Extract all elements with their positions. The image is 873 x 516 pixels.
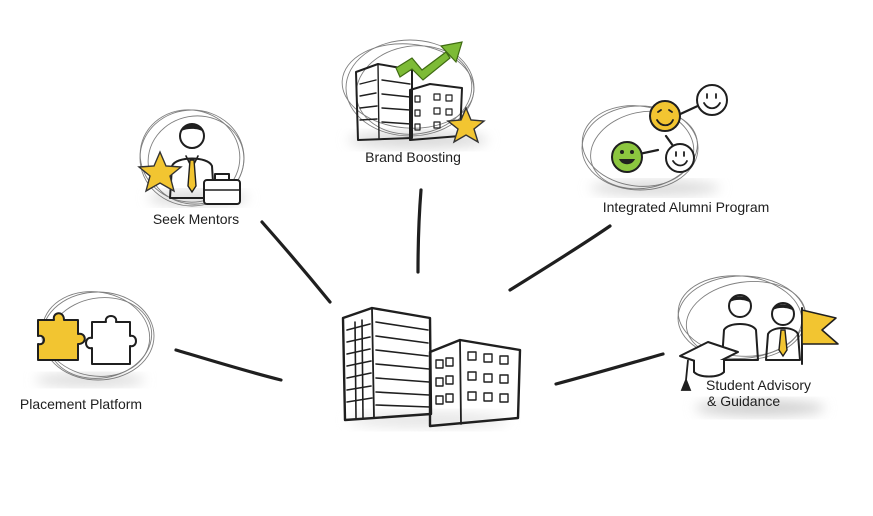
connector-advisory <box>554 352 665 386</box>
puzzle-pieces-icon <box>35 291 155 386</box>
integrated-alumni-label: Integrated Alumni Program <box>603 199 770 215</box>
building-growth-icon <box>341 39 488 148</box>
connector-placement <box>174 348 283 382</box>
graduation-people-flag-icon <box>677 275 839 416</box>
brand-boosting-label: Brand Boosting <box>365 149 461 165</box>
mentor-star-briefcase-icon <box>137 109 248 207</box>
student-advisory-label-line1: Student Advisory <box>706 377 811 393</box>
connector-lines <box>174 188 665 386</box>
connector-mentors <box>260 220 332 304</box>
student-advisory-label: Student Advisory & Guidance <box>706 377 815 409</box>
seek-mentors-label: Seek Mentors <box>153 211 239 227</box>
student-advisory-label-line2: & Guidance <box>707 393 780 409</box>
placement-platform-label: Placement Platform <box>20 396 142 412</box>
connector-alumni <box>508 224 612 292</box>
smiley-network-icon <box>581 84 728 195</box>
central-building-icon <box>341 306 522 428</box>
connector-brand <box>416 188 423 274</box>
